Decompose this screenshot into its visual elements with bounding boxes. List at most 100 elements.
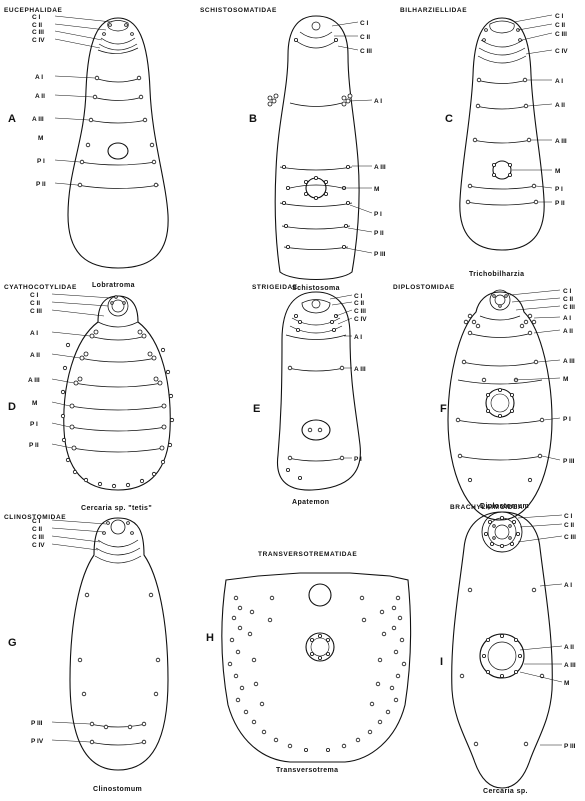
ventral-sucker bbox=[493, 161, 511, 179]
label-b-c3: C III bbox=[360, 48, 372, 55]
label-e-c1: C I bbox=[354, 293, 363, 300]
genus-name-h: Transversotrema bbox=[276, 767, 338, 774]
genus-name-b: Schistosoma bbox=[292, 285, 340, 292]
label-a-c1: C I bbox=[32, 14, 41, 21]
family-name-f: DIPLOSTOMIDAE bbox=[393, 284, 455, 291]
label-g-c1: C I bbox=[32, 518, 41, 525]
label-c-c2: C II bbox=[555, 22, 565, 29]
label-i-m: M bbox=[564, 680, 569, 687]
panel-letter-g: G bbox=[8, 637, 17, 649]
label-a-a1: A I bbox=[35, 74, 43, 81]
label-a-c2: C II bbox=[32, 22, 42, 29]
label-d-c3: C III bbox=[30, 308, 42, 315]
panel-letter-d: D bbox=[8, 401, 16, 413]
family-name-c: BILHARZIELLIDAE bbox=[400, 7, 467, 14]
label-i-c3: C III bbox=[564, 534, 576, 541]
genus-name-d: Cercaria sp. "tetis" bbox=[81, 505, 152, 512]
label-c-a1: A I bbox=[555, 78, 563, 85]
panel-letter-a: A bbox=[8, 113, 16, 125]
label-d-p2: P II bbox=[29, 442, 39, 449]
label-e-c3: C III bbox=[354, 308, 366, 315]
label-c-c4: C IV bbox=[555, 48, 568, 55]
label-b-c2: C II bbox=[360, 34, 370, 41]
label-a-c3: C III bbox=[32, 29, 44, 36]
label-f-c1: C I bbox=[563, 288, 572, 295]
label-d-p1: P I bbox=[30, 421, 38, 428]
label-a-c4: C IV bbox=[32, 37, 45, 44]
panel-letter-c: C bbox=[445, 113, 453, 125]
label-a-p2: P II bbox=[36, 181, 46, 188]
panel-c bbox=[460, 15, 552, 250]
label-f-c2: C II bbox=[563, 296, 573, 303]
label-d-a2: A II bbox=[30, 352, 40, 359]
labels-panel-g: C I C II C III C IV P III P IV bbox=[31, 518, 45, 745]
labels-panel-b: C I C II C III A I A III M P I P II P II… bbox=[360, 20, 386, 258]
label-f-p1: P I bbox=[563, 416, 571, 423]
label-f-a2: A II bbox=[563, 328, 573, 335]
label-b-c1: C I bbox=[360, 20, 369, 27]
label-c-c1: C I bbox=[555, 13, 564, 20]
label-g-c2: C II bbox=[32, 526, 42, 533]
body-outline bbox=[460, 18, 544, 250]
label-f-c3: C III bbox=[563, 304, 575, 311]
label-b-a3: A III bbox=[374, 164, 386, 171]
label-b-a1: A I bbox=[374, 98, 382, 105]
panel-h bbox=[222, 573, 411, 762]
oral-sucker bbox=[309, 584, 331, 606]
label-b-p2: P II bbox=[374, 230, 384, 237]
panel-a bbox=[55, 16, 168, 268]
label-e-p1: P I bbox=[354, 456, 362, 463]
label-e-c4: C IV bbox=[354, 316, 367, 323]
label-i-a1: A I bbox=[564, 582, 572, 589]
panel-letter-b: B bbox=[249, 113, 257, 125]
ventral-sucker bbox=[486, 389, 514, 417]
panel-letter-i: I bbox=[440, 656, 443, 668]
label-a-p1: P I bbox=[37, 158, 45, 165]
label-b-p3: P III bbox=[374, 251, 386, 258]
labels-panel-e: C I C II C III C IV A I A III P I bbox=[354, 293, 367, 463]
labels-panel-a: C I C II C III C IV A I A II A III M P I… bbox=[32, 14, 46, 188]
family-name-e: STRIGEIDAE bbox=[252, 284, 298, 291]
label-g-p3: P III bbox=[31, 720, 43, 727]
panel-e bbox=[277, 292, 360, 490]
family-name-d: CYATHOCOTYLIDAE bbox=[4, 284, 77, 291]
panel-letter-h: H bbox=[206, 632, 214, 644]
panel-f bbox=[448, 290, 560, 520]
body-outline bbox=[448, 292, 552, 520]
label-d-c1: C I bbox=[30, 292, 39, 299]
ventral-sucker bbox=[302, 420, 330, 440]
label-d-a3: A III bbox=[28, 377, 40, 384]
family-name-b: SCHISTOSOMATIDAE bbox=[200, 7, 277, 14]
label-c-p1: P I bbox=[555, 186, 563, 193]
genus-name-i: Cercaria sp. bbox=[483, 788, 528, 795]
labels-panel-d: C I C II C III A I A II A III M P I P II bbox=[28, 292, 42, 449]
body-outline bbox=[222, 573, 411, 762]
labels-panel-i: C I C II C III A I A II A III M P III bbox=[564, 513, 576, 750]
label-f-a1: A I bbox=[563, 315, 571, 322]
genus-name-f: Diplostomum bbox=[480, 503, 529, 510]
body-outline bbox=[275, 16, 359, 280]
body-outline bbox=[277, 292, 360, 490]
label-e-a3: A III bbox=[354, 366, 366, 373]
body-outline bbox=[452, 512, 553, 788]
label-c-c3: C III bbox=[555, 31, 567, 38]
label-c-a3: A III bbox=[555, 138, 567, 145]
label-d-c2: C II bbox=[30, 300, 40, 307]
labels-panel-f: C I C II C III A I A II A III M P I P II… bbox=[563, 288, 575, 465]
ventral-sucker bbox=[306, 178, 326, 198]
label-c-p2: P II bbox=[555, 200, 565, 207]
label-i-a2: A II bbox=[564, 644, 574, 651]
panel-letter-f: F bbox=[440, 403, 447, 415]
label-f-a3: A III bbox=[563, 358, 575, 365]
panel-b bbox=[268, 16, 372, 280]
body-outline bbox=[70, 518, 168, 770]
genus-name-e: Apatemon bbox=[292, 499, 329, 506]
label-b-p1: P I bbox=[374, 211, 382, 218]
label-g-c3: C III bbox=[32, 534, 44, 541]
label-d-m: M bbox=[32, 400, 37, 407]
panel-i bbox=[452, 512, 562, 788]
label-d-a1: A I bbox=[30, 330, 38, 337]
genus-name-g: Clinostomum bbox=[93, 786, 142, 793]
genus-name-a: Lobratroma bbox=[92, 282, 135, 289]
